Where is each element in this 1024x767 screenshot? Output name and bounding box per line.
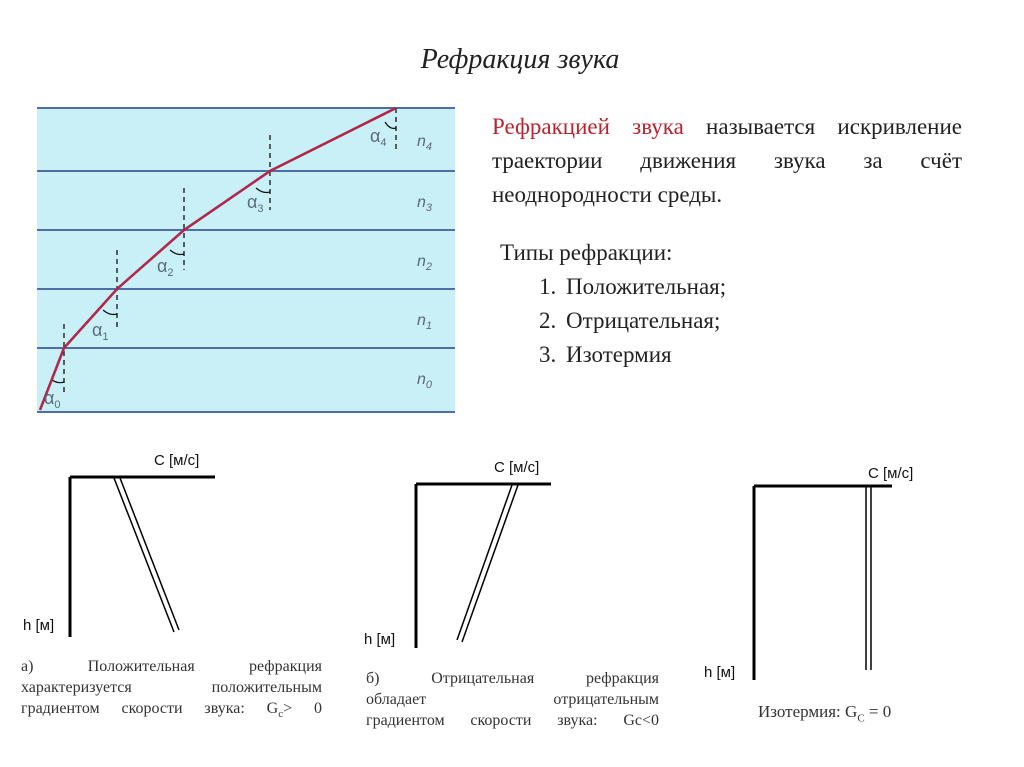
speed-profile-line [461, 484, 519, 643]
definition-rest: называется искривление траектории движен… [492, 114, 963, 207]
speed-profile-line [456, 484, 513, 641]
refraction-types: Типы рефракции: Положительная; Отрицател… [500, 236, 726, 372]
caption-negative: б) Отрицательная рефракция обладает отри… [366, 668, 659, 731]
definition-text: Рефракцией звука называется искривление … [492, 110, 962, 212]
graph-negative [414, 482, 551, 648]
caption-line: обладает отрицательным [366, 691, 659, 708]
type-item: Положительная; [562, 270, 726, 304]
page-title: Рефракция звука [420, 44, 620, 75]
speed-profile-line [113, 477, 175, 633]
c-axis-label: С [м/с] [868, 465, 914, 482]
sound-ray [38, 106, 397, 411]
caption-isothermal: Изотермия: GC = 0 [758, 702, 892, 725]
n-label-0: n0 [417, 371, 433, 391]
alpha-label-2: α2 [157, 256, 174, 279]
medium-layers [37, 108, 455, 413]
types-heading: Типы рефракции: [500, 240, 673, 265]
speed-profile-line [119, 477, 180, 631]
h-axis-label: h [м] [364, 631, 396, 648]
speed-profile-graphs [68, 475, 892, 680]
n-label-4: n4 [417, 133, 432, 153]
angle-arc [51, 379, 65, 384]
alpha-label-4: α4 [370, 126, 387, 149]
graph-positive [68, 475, 215, 637]
type-item: Отрицательная; [562, 304, 726, 338]
caption-line: характеризуется положительным [21, 679, 322, 696]
c-axis-label: С [м/с] [154, 452, 200, 469]
caption-line: градиентом скорости звука: Gc<0 [366, 712, 659, 729]
alpha-label-1: α1 [92, 320, 109, 343]
caption-line: б) Отрицательная рефракция [366, 670, 659, 687]
alpha-label-0: α0 [44, 388, 61, 411]
caption-positive: а) Положительная рефракция характеризует… [21, 656, 322, 725]
angle-arc [102, 309, 118, 316]
angle-arc [255, 187, 271, 194]
alpha-label-3: α3 [247, 192, 264, 215]
caption-line: градиентом скорости звука: Gc> 0 [21, 700, 322, 721]
n-label-1: n1 [417, 312, 432, 332]
graph-isothermal [752, 484, 892, 680]
c-axis-label: С [м/с] [494, 459, 540, 476]
angle-arc [169, 249, 185, 256]
angle-arc [384, 121, 397, 129]
n-label-3: n3 [417, 194, 433, 214]
h-axis-label: h [м] [704, 664, 736, 681]
definition-term: Рефракцией звука [492, 114, 684, 139]
type-item: Изотермия [562, 338, 726, 372]
caption-line: а) Положительная рефракция [21, 658, 322, 675]
h-axis-label: h [м] [23, 617, 55, 634]
refraction-diagram: α0 α1 α2 α3 α4 n0 n1 n2 n3 n4 [37, 106, 455, 413]
n-label-2: n2 [417, 253, 432, 273]
